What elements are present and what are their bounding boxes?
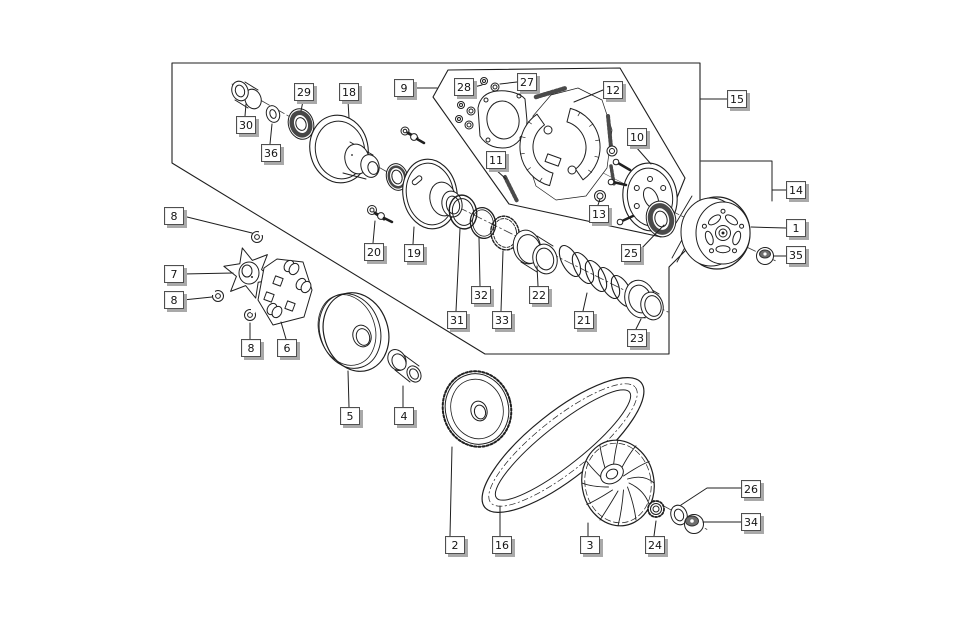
part-6-ramp-plate — [258, 259, 313, 325]
part-33-snap-ring — [488, 213, 522, 252]
callout-8[interactable]: 8 — [164, 207, 184, 225]
callout-12[interactable]: 12 — [603, 81, 623, 99]
callout-20[interactable]: 20 — [364, 243, 384, 261]
part-29-bearing — [284, 105, 317, 142]
callout-7[interactable]: 7 — [164, 265, 184, 283]
callout-11[interactable]: 11 — [486, 151, 506, 169]
leader-lines — [183, 82, 786, 536]
spring-right-upper — [608, 116, 611, 147]
part-bearing-small — [383, 161, 410, 193]
callout-29[interactable]: 29 — [294, 83, 314, 101]
callout-27[interactable]: 27 — [517, 73, 537, 91]
nut-small-right — [607, 146, 617, 156]
callout-15[interactable]: 15 — [727, 90, 747, 108]
part-3-fan-pulley — [575, 434, 661, 531]
part-13-nut — [595, 191, 606, 202]
part-8-clip-a — [252, 231, 263, 243]
callout-25[interactable]: 25 — [621, 244, 641, 262]
fastener-rings-left — [456, 102, 476, 130]
part-8-clip-c — [245, 309, 256, 321]
fastener-rings-top — [481, 78, 500, 92]
callout-9[interactable]: 9 — [394, 79, 414, 97]
part-22-bush — [510, 227, 561, 277]
callout-14[interactable]: 14 — [786, 181, 806, 199]
callout-24[interactable]: 24 — [645, 536, 665, 554]
callout-33[interactable]: 33 — [492, 311, 512, 329]
part-24-star-washer — [648, 501, 664, 517]
part-35-nut — [757, 248, 774, 265]
callout-28[interactable]: 28 — [454, 78, 474, 96]
bolt-pair-top — [401, 127, 424, 143]
part-7-spider — [224, 248, 274, 298]
callout-5[interactable]: 5 — [340, 407, 360, 425]
part-4-spacer — [384, 346, 424, 384]
spring-11 — [505, 177, 517, 201]
part-1-clutch-bell — [681, 197, 750, 269]
callout-6[interactable]: 6 — [277, 339, 297, 357]
callout-22[interactable]: 22 — [529, 286, 549, 304]
outer-border — [172, 63, 700, 354]
part-26-washer — [668, 503, 690, 527]
diagram-borders — [172, 63, 700, 354]
part-2-starter-gear — [434, 363, 519, 454]
callout-3[interactable]: 3 — [580, 536, 600, 554]
callout-36[interactable]: 36 — [261, 144, 281, 162]
callout-19[interactable]: 19 — [404, 244, 424, 262]
callout-4[interactable]: 4 — [394, 407, 414, 425]
callout-23[interactable]: 23 — [627, 329, 647, 347]
part-36-washer — [264, 104, 282, 124]
callout-8[interactable]: 8 — [164, 291, 184, 309]
part-23-cup — [621, 277, 667, 323]
part-12-clutch-shoes — [520, 88, 612, 200]
callout-18[interactable]: 18 — [339, 83, 359, 101]
part-34-nut — [685, 515, 704, 534]
callout-26[interactable]: 26 — [741, 480, 761, 498]
callout-10[interactable]: 10 — [627, 128, 647, 146]
part-8-clip-b — [211, 291, 224, 302]
shoe-upper — [567, 108, 600, 179]
part-25-bearing — [642, 198, 679, 240]
part-19-half-pulley — [397, 155, 464, 233]
callout-32[interactable]: 32 — [471, 286, 491, 304]
inset-border-clutch — [433, 68, 685, 237]
callout-21[interactable]: 21 — [574, 311, 594, 329]
bracket-14 — [701, 161, 786, 201]
callout-31[interactable]: 31 — [447, 311, 467, 329]
part-5-pulley-half — [309, 284, 399, 380]
callout-2[interactable]: 2 — [445, 536, 465, 554]
part-18-pulley-hub — [304, 110, 382, 189]
part-20-bolts — [368, 206, 393, 223]
callout-35[interactable]: 35 — [786, 246, 806, 264]
callout-1[interactable]: 1 — [786, 219, 806, 237]
callout-34[interactable]: 34 — [741, 513, 761, 531]
callout-16[interactable]: 16 — [492, 536, 512, 554]
callout-30[interactable]: 30 — [236, 116, 256, 134]
part-16-belt — [464, 357, 662, 533]
callout-13[interactable]: 13 — [589, 205, 609, 223]
spring-top — [536, 88, 566, 97]
callout-8[interactable]: 8 — [241, 339, 261, 357]
